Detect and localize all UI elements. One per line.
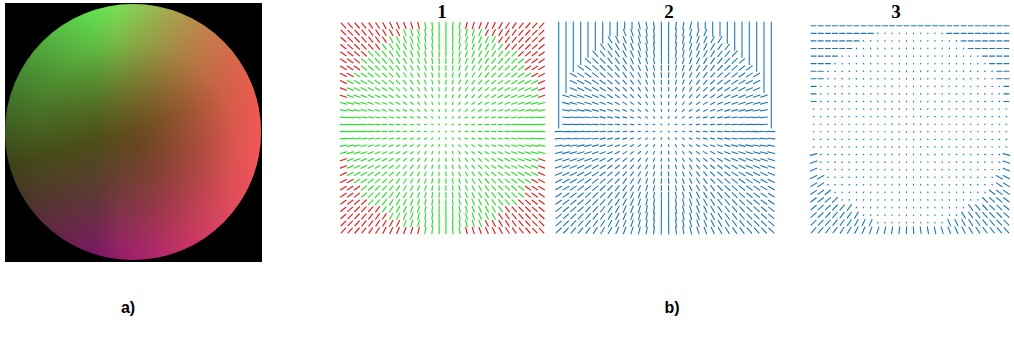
- panel-number: 2: [664, 2, 674, 21]
- vector-segments: [340, 22, 544, 233]
- vector-segments: [813, 33, 1007, 223]
- panel-number: 1: [437, 2, 447, 21]
- vector-segments: [340, 22, 545, 233]
- vector-field-3: [810, 26, 1010, 234]
- vector-segments: [563, 22, 768, 234]
- vector-field-1: [340, 22, 545, 233]
- panel-number: 3: [891, 2, 901, 21]
- panel-label: a): [121, 300, 135, 316]
- vector-field-2: [555, 22, 775, 234]
- panel-label: b): [664, 300, 679, 316]
- vector-segments: [810, 26, 1010, 234]
- normal-map-sphere: [5, 4, 261, 260]
- black-background: [5, 3, 262, 262]
- vector-segments: [555, 22, 775, 234]
